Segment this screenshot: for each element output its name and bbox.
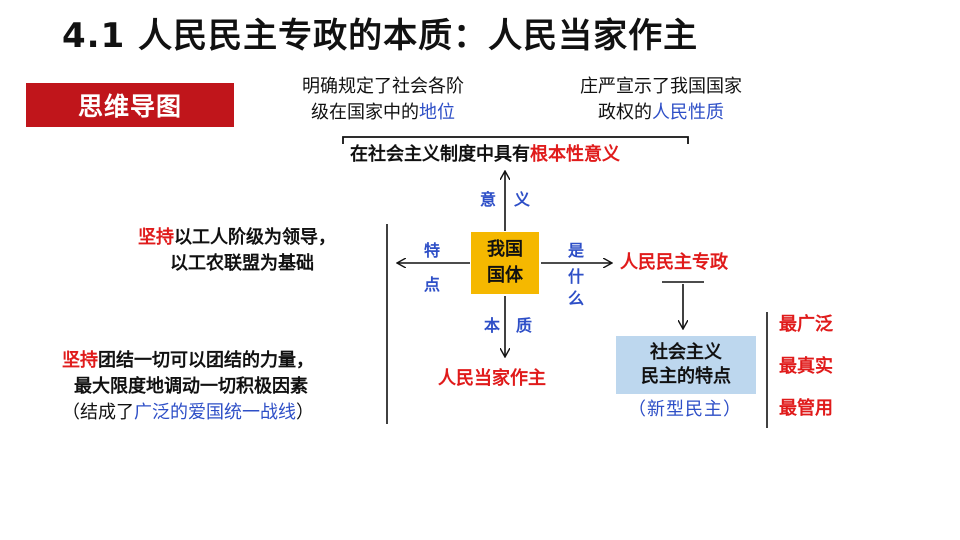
label-dian: 点 [423,275,440,294]
core-box-guoti: 我国 国体 [471,232,539,294]
page-title: 4.1 人民民主专政的本质：人民当家作主 [62,16,699,56]
top-right-note: 庄严宣示了我国国家 政权的人民性质 [580,76,742,123]
significance-bracket [342,136,689,144]
feature-item: 最真实 [779,356,833,377]
top-left-note: 明确规定了社会各阶 级在国家中的地位 [302,76,464,123]
left-note-1: 坚持以工人阶级为领导， 以工农联盟为基础 [138,227,336,274]
feature-item: 最管用 [779,398,833,419]
label-te: 特 [423,241,440,260]
label-yi: 意 [479,190,496,209]
essence-text: 人民当家作主 [438,368,546,389]
features-box: 社会主义 民主的特点 [616,336,756,394]
label-me: 么 [567,289,584,308]
label-yi2: 义 [513,190,530,209]
left-note-2: 坚持团结一切可以团结的力量， 最大限度地调动一切积极因素 （结成了广泛的爱国统一… [62,350,314,423]
mind-map-badge: 思维导图 [26,83,234,127]
label-shi: 是 [567,241,584,260]
features-note: （新型民主） [628,399,742,420]
label-zhi: 质 [515,316,532,335]
what-is-text: 人民民主专政 [620,252,728,273]
significance-text: 在社会主义制度中具有根本性意义 [350,144,620,165]
feature-item: 最广泛 [779,314,833,335]
label-shen: 什 [567,267,584,286]
label-ben: 本 [483,316,500,335]
